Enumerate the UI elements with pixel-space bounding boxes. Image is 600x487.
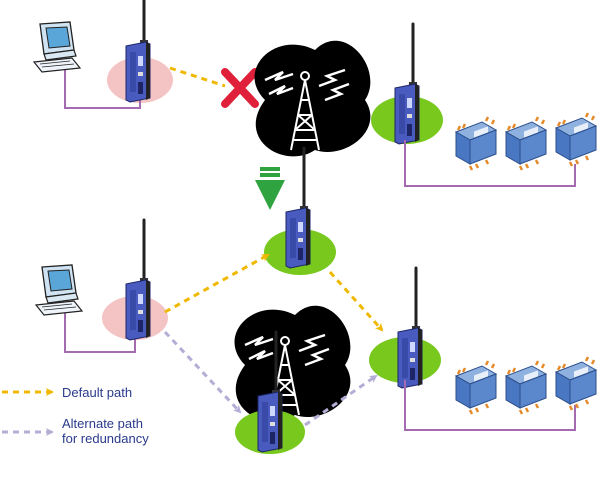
io-module-icon (454, 115, 498, 172)
io-module-icon (554, 111, 598, 168)
legend-alternate-label-line2: for redundancy (62, 431, 149, 446)
radio-modem-icon (284, 146, 312, 270)
wire (404, 140, 576, 187)
default-path-arrow (164, 253, 270, 314)
blocked-x-icon (221, 68, 259, 108)
io-module-icon (504, 359, 548, 416)
io-module-icon (454, 359, 498, 416)
antenna-tower-icon (253, 39, 372, 158)
radio-modem-icon (124, 0, 152, 104)
radio-modem-icon (393, 22, 421, 146)
alternate-path-arrow (304, 374, 378, 427)
top-scenario (33, 0, 598, 187)
io-module-icon (504, 115, 548, 172)
default-path-arrow (169, 66, 226, 88)
down-arrow-icon (255, 167, 285, 210)
legend-alternate-label-line1: Alternate path (62, 416, 143, 431)
radio-modem-icon (396, 266, 424, 390)
computer-icon (35, 264, 83, 316)
bottom-scenario (35, 146, 598, 454)
wire (404, 380, 576, 431)
io-module-icon (554, 355, 598, 412)
wire (64, 310, 136, 353)
alternate-path-arrow (163, 330, 242, 414)
legend-default-label: Default path (62, 385, 132, 400)
default-path-arrow (328, 270, 384, 332)
legend: Default path Alternate path for redundan… (2, 385, 149, 446)
computer-icon (33, 21, 81, 73)
radio-modem-icon (124, 218, 152, 342)
